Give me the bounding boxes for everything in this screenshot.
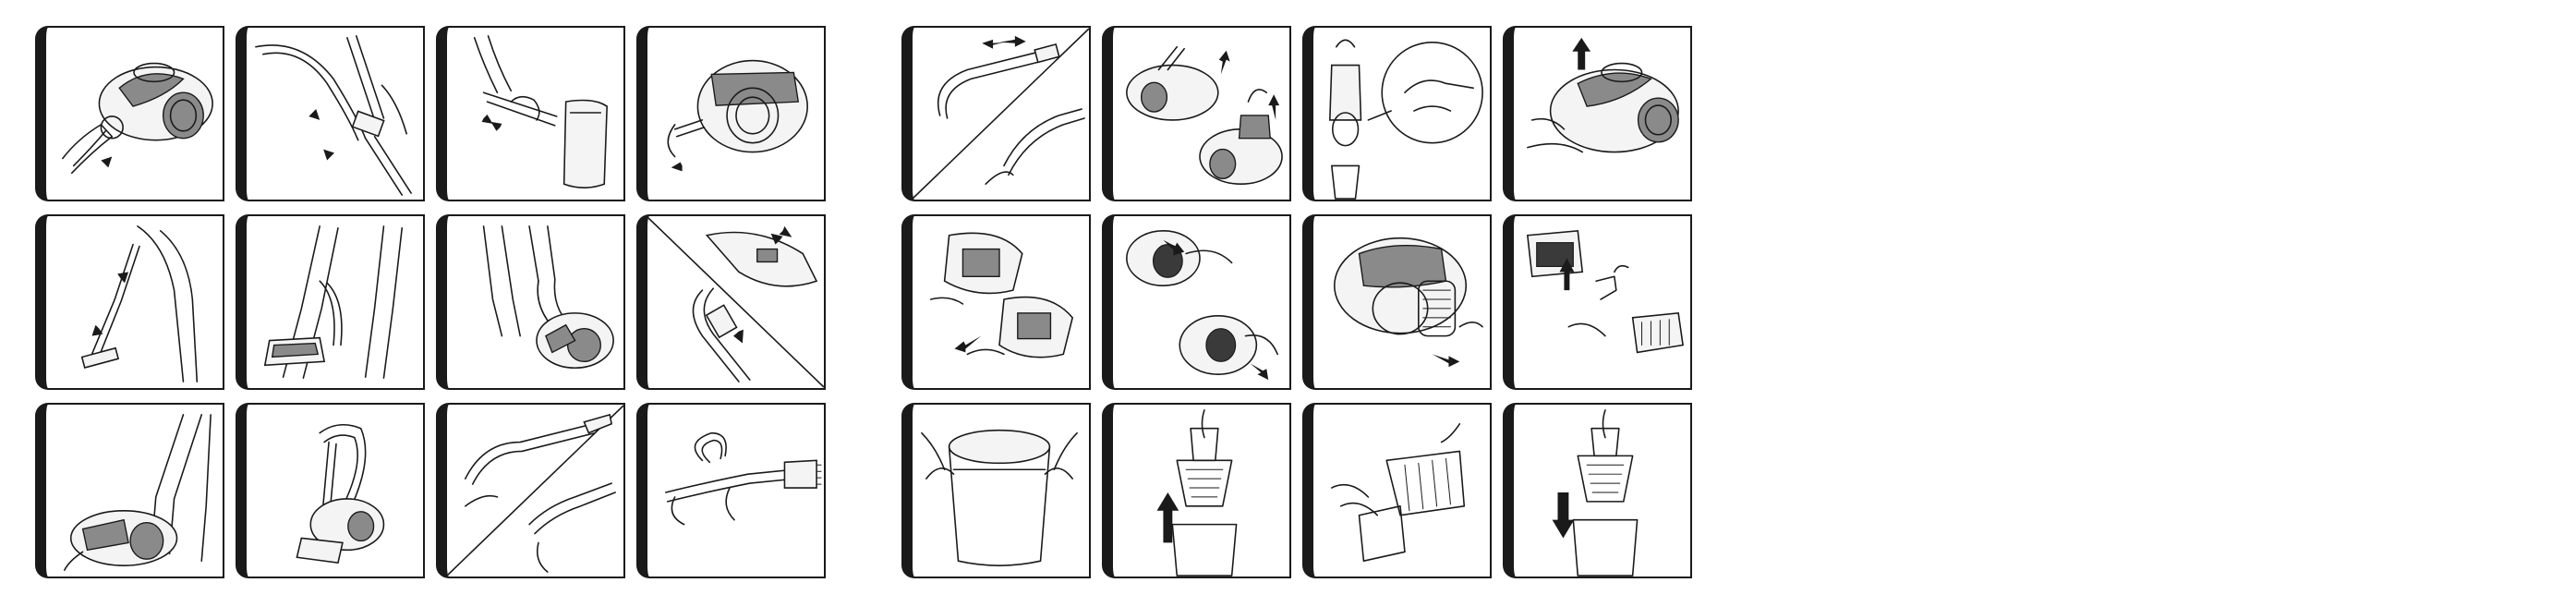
panel-park-tube-on-cleaner [35,403,224,578]
panel-grid-right [901,26,1692,578]
panel-remove-dust-container [1102,26,1291,201]
panel-open-dust-container [901,403,1091,578]
cyclone-clean-icon [1313,405,1490,577]
panel-group-left [35,26,826,578]
power-cord-icon [647,28,824,200]
panel-store-cleaner-upright [236,403,425,578]
detach-tube-icon [913,28,1089,200]
panel-clean-cyclone [1302,403,1492,578]
panel-connect-hose-to-cleaner [35,26,224,201]
panel-grid-left [35,26,826,578]
power-pedal-icon [447,216,623,388]
vacuum-cleaner-hose-icon [46,28,223,200]
suction-slider-icon [647,216,824,388]
panel-replace-dust-container [1503,26,1692,201]
wash-filter-icon [1514,216,1690,388]
dust-container-icon [1113,28,1289,200]
panel-empty-dust-container [1302,26,1492,201]
panel-remove-exhaust-filter [1102,214,1291,390]
panel-connect-tube-to-hose [236,26,425,201]
upright-storage-icon [247,405,423,577]
panel-pull-out-cyclone [1102,403,1291,578]
panel-floor-nozzle-brush-switch [236,214,425,390]
motor-filter-icon [1313,216,1490,388]
cyclone-insert-icon [1514,405,1690,577]
exhaust-filter-icon [1113,216,1289,388]
filter-cover-icon [913,216,1089,388]
tube-hose-connection-icon [247,28,423,200]
park-tube-icon [46,405,223,577]
telescopic-tube-icon [46,216,223,388]
panel-detach-tube [901,26,1091,201]
container-open-icon [913,405,1089,577]
crevice-tool-icon [447,405,623,577]
brush-switch-icon [247,216,423,388]
panel-wash-filters [1503,214,1692,390]
panel-adjust-suction-slider [636,214,826,390]
panel-press-power-pedal [436,214,625,390]
cyclone-pull-icon [1113,405,1289,577]
panel-group-right [901,26,1692,578]
panel-attach-floor-nozzle [436,26,625,201]
floor-nozzle-icon [447,28,623,200]
panel-reinsert-cyclone [1503,403,1692,578]
panel-plug-power-cord [636,26,826,201]
brush-tool-icon [647,405,824,577]
replace-container-icon [1514,28,1690,200]
empty-bin-icon [1313,28,1490,200]
panel-use-crevice-tool [436,403,625,578]
panel-adjust-telescopic-tube [35,214,224,390]
panel-remove-motor-filter [1302,214,1492,390]
panel-open-filter-cover [901,214,1091,390]
panel-use-brush-tool [636,403,826,578]
